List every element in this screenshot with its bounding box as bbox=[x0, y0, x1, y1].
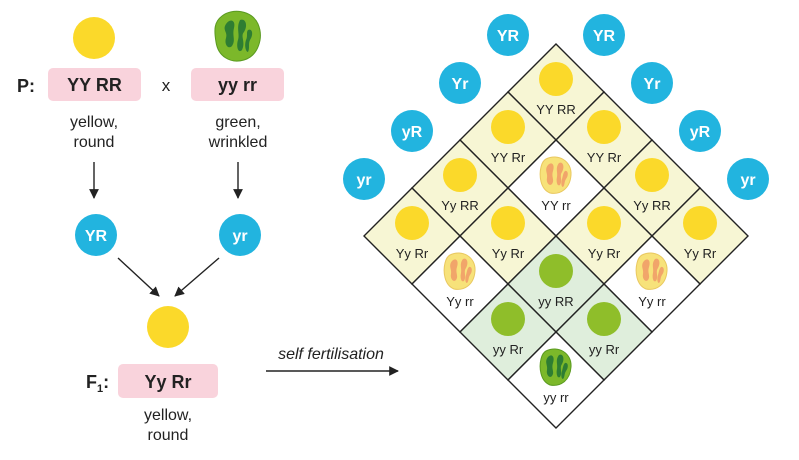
left-parent-gamete-label: YR bbox=[85, 228, 108, 245]
green-wrinkled-seed-icon bbox=[214, 10, 261, 62]
top-right-gamete-yr: yR bbox=[679, 110, 721, 152]
f1-label-subscript: 1 bbox=[97, 383, 103, 395]
yellow-wrinkled-seed-icon bbox=[635, 252, 668, 290]
parental-generation-label: P: bbox=[17, 76, 35, 96]
top-left-gamete-row: YR Yr yR yr bbox=[343, 14, 529, 200]
punnett-cell-genotype: YY Rr bbox=[491, 150, 526, 165]
punnett-cell-genotype: yy RR bbox=[538, 294, 573, 309]
f1-genotype: Yy Rr bbox=[144, 372, 191, 392]
right-parent-phenotype-line1: green, bbox=[215, 114, 260, 131]
gamete-circle bbox=[487, 14, 529, 56]
yellow-wrinkled-seed-icon bbox=[443, 252, 476, 290]
left-gamete-to-f1-arrow bbox=[117, 257, 160, 297]
f1-label-colon: : bbox=[103, 372, 109, 392]
punnett-cell-yy-rr: yy rr bbox=[507, 331, 605, 429]
right-gamete-to-f1-arrow bbox=[174, 257, 220, 297]
yellow-round-seed-icon bbox=[635, 158, 669, 192]
gamete-circle bbox=[679, 110, 721, 152]
f1-genotype-box bbox=[118, 364, 218, 398]
top-right-gamete-yr: YR bbox=[583, 14, 625, 56]
green-round-seed-icon bbox=[491, 302, 525, 336]
gamete-label: YR bbox=[593, 28, 616, 45]
punnett-cell-genotype: Yy Rr bbox=[396, 246, 429, 261]
gamete-circle bbox=[391, 110, 433, 152]
f1-generation-label: F1: bbox=[86, 372, 109, 395]
green-round-seed-icon bbox=[539, 254, 573, 288]
f1-yellow-round-seed-icon bbox=[147, 306, 189, 348]
top-right-gamete-yr: Yr bbox=[631, 62, 673, 104]
right-parent-phenotype-line2: wrinkled bbox=[208, 134, 268, 151]
punnett-cell-genotype: Yy rr bbox=[446, 294, 474, 309]
gamete-circle bbox=[343, 158, 385, 200]
yellow-round-seed-icon bbox=[395, 206, 429, 240]
gamete-label: yr bbox=[356, 172, 371, 189]
yellow-round-seed-icon bbox=[587, 110, 621, 144]
punnett-cell-genotype: yy Rr bbox=[589, 342, 620, 357]
punnett-cell-genotype: Yy RR bbox=[441, 198, 479, 213]
punnett-cell-genotype: Yy rr bbox=[638, 294, 666, 309]
punnett-cell-genotype: Yy Rr bbox=[492, 246, 525, 261]
yellow-round-seed-icon bbox=[73, 17, 115, 59]
left-parent-genotype: YY RR bbox=[67, 75, 122, 95]
punnett-cell-genotype: YY rr bbox=[541, 198, 571, 213]
punnett-cell-genotype: Yy Rr bbox=[588, 246, 621, 261]
cross-symbol: x bbox=[162, 76, 171, 95]
punnett-square-grid: YY RR YY Rr Yy RR Yy Rr YY Rr YY rr Yy Rr Yy rr… bbox=[363, 43, 749, 429]
gamete-label: yR bbox=[402, 124, 423, 141]
left-parent-phenotype-line1: yellow, bbox=[70, 114, 118, 131]
gamete-label: yr bbox=[740, 172, 755, 189]
gamete-circle bbox=[583, 14, 625, 56]
right-parent-genotype: yy rr bbox=[218, 75, 257, 95]
yellow-round-seed-icon bbox=[491, 206, 525, 240]
right-parent-gamete-label: yr bbox=[232, 228, 247, 245]
f1-label-letter: F bbox=[86, 372, 97, 392]
left-parent-genotype-box bbox=[48, 68, 141, 101]
f1-phenotype-line2: round bbox=[148, 427, 189, 444]
gamete-label: yR bbox=[690, 124, 711, 141]
punnett-cell-genotype: Yy Rr bbox=[684, 246, 717, 261]
yellow-round-seed-icon bbox=[491, 110, 525, 144]
top-left-gamete-yr: yr bbox=[343, 158, 385, 200]
yellow-round-seed-icon bbox=[587, 206, 621, 240]
yellow-round-seed-icon bbox=[683, 206, 717, 240]
right-parent-genotype-box bbox=[191, 68, 284, 101]
left-parent-phenotype-line2: round bbox=[74, 134, 115, 151]
top-left-gamete-yr: YR bbox=[487, 14, 529, 56]
punnett-cell-genotype: Yy RR bbox=[633, 198, 671, 213]
yellow-wrinkled-seed-icon bbox=[539, 156, 572, 194]
punnett-cell-genotype: yy rr bbox=[543, 390, 569, 405]
green-wrinkled-seed-icon bbox=[539, 348, 572, 386]
green-round-seed-icon bbox=[587, 302, 621, 336]
self-fertilisation-label: self fertilisation bbox=[278, 346, 384, 363]
left-parent-gamete-circle bbox=[75, 214, 117, 256]
top-left-gamete-yr: yR bbox=[391, 110, 433, 152]
top-right-gamete-row: YR Yr yR yr bbox=[583, 14, 769, 200]
gamete-label: Yr bbox=[452, 76, 469, 93]
punnett-cell-genotype: YY Rr bbox=[587, 150, 622, 165]
gamete-circle bbox=[439, 62, 481, 104]
top-right-gamete-yr: yr bbox=[727, 158, 769, 200]
f1-phenotype-line1: yellow, bbox=[144, 407, 192, 424]
punnett-cell-genotype: YY RR bbox=[536, 102, 576, 117]
yellow-round-seed-icon bbox=[539, 62, 573, 96]
yellow-round-seed-icon bbox=[443, 158, 477, 192]
gamete-circle bbox=[631, 62, 673, 104]
right-parent-gamete-circle bbox=[219, 214, 261, 256]
top-left-gamete-yr: Yr bbox=[439, 62, 481, 104]
gamete-circle bbox=[727, 158, 769, 200]
gamete-label: Yr bbox=[644, 76, 661, 93]
gamete-label: YR bbox=[497, 28, 520, 45]
punnett-cell-genotype: yy Rr bbox=[493, 342, 524, 357]
